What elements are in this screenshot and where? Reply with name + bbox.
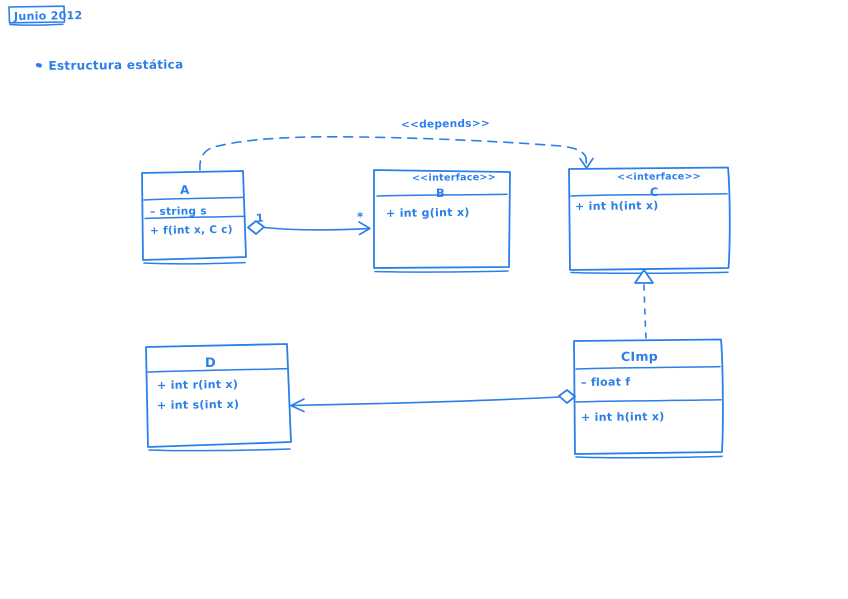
class-c-operation: + int h(int x)	[574, 199, 659, 213]
class-b-name: B	[435, 185, 446, 200]
class-b-stereotype: <<interface>>	[411, 171, 497, 184]
class-box-b[interactable]	[373, 169, 511, 273]
multiplicity-source-a: 1	[255, 211, 265, 225]
class-cimp-attribute: – float f	[580, 375, 631, 389]
class-box-c[interactable]	[568, 166, 731, 274]
multiplicity-target-b: *	[356, 209, 364, 224]
class-box-d[interactable]	[145, 343, 292, 452]
class-c-stereotype: <<interface>>	[616, 171, 702, 183]
relation-dependency-a-to-c[interactable]	[199, 135, 594, 171]
page-title: • Estructura estática	[35, 57, 184, 73]
class-cimp-name: CImp	[620, 348, 659, 364]
class-c-name: C	[649, 184, 659, 199]
relation-aggregation-cimp-to-d[interactable]	[290, 389, 576, 413]
date-label: Junio 2012	[13, 9, 83, 23]
class-a-attribute: – string s	[149, 205, 207, 218]
class-cimp-operation: + int h(int x)	[580, 410, 665, 424]
class-a-operation: + f(int x, C c)	[149, 223, 233, 237]
bullet-dot	[36, 63, 40, 67]
date-box	[8, 5, 66, 26]
class-b-operation: + int g(int x)	[385, 205, 470, 220]
class-d-operation-1: + int r(int x)	[156, 377, 239, 392]
class-d-name: D	[204, 355, 217, 371]
class-box-cimp[interactable]	[573, 338, 724, 459]
relation-aggregation-a-to-b[interactable]	[247, 220, 371, 236]
relation-realization-cimp-to-c[interactable]	[634, 269, 654, 339]
dependency-stereotype-label: <<depends>>	[400, 117, 491, 131]
class-d-operation-2: + int s(int x)	[156, 397, 240, 412]
class-a-name: A	[179, 182, 190, 197]
class-box-a[interactable]	[141, 170, 247, 265]
